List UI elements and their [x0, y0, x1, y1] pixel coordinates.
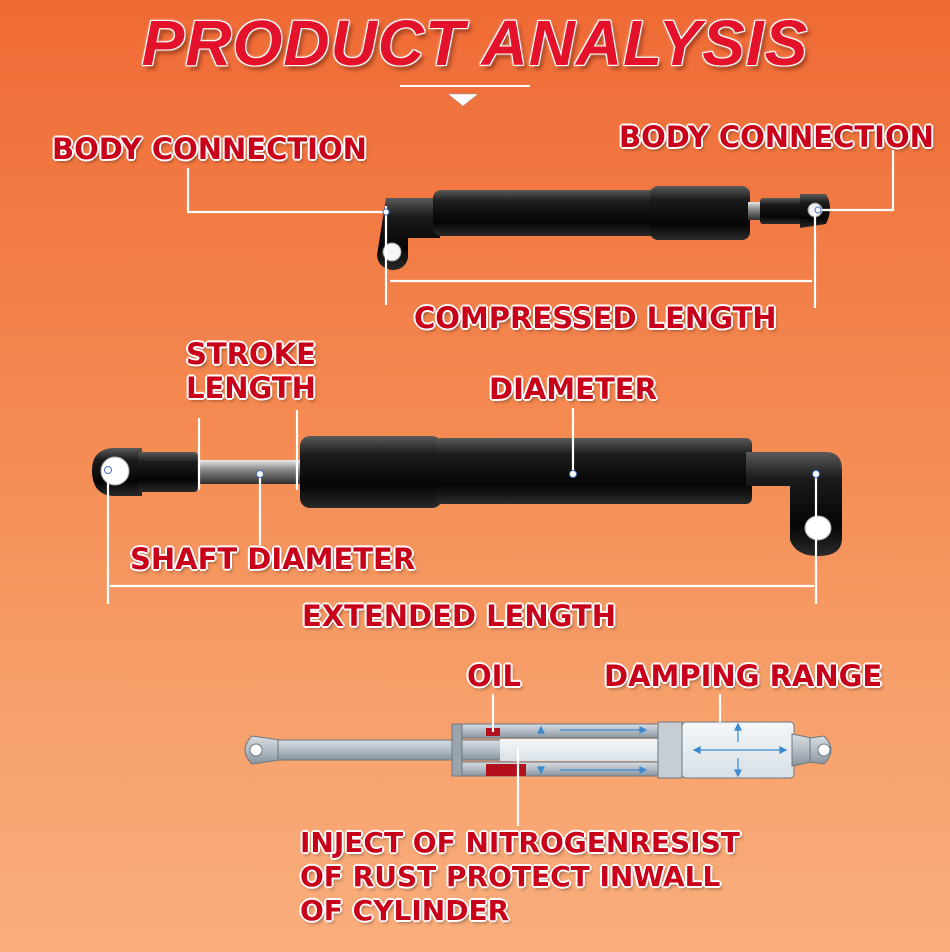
- connection-dot-left: [382, 208, 390, 216]
- label-oil: OIL: [467, 659, 521, 693]
- extended-strut-leaders: [106, 408, 818, 604]
- extended-dot-right: [812, 470, 820, 478]
- label-extended-length: EXTENDED LENGTH: [302, 599, 616, 633]
- label-nitrogen-line2: OF RUST PROTECT INWALL: [300, 860, 721, 893]
- shaft-dot: [256, 470, 264, 478]
- compressed-strut-leaders: [186, 150, 895, 308]
- page-title: PRODUCT ANALYSIS: [141, 7, 809, 79]
- extended-strut: [92, 436, 842, 556]
- label-diameter: DIAMETER: [489, 372, 657, 406]
- label-body-connection-right: BODY CONNECTION: [619, 120, 934, 154]
- cutaway-strut: [244, 721, 832, 779]
- label-body-connection-left: BODY CONNECTION: [52, 132, 367, 166]
- label-shaft-diameter: SHAFT DIAMETER: [130, 542, 416, 576]
- cutaway-strut-leaders: [491, 694, 722, 826]
- extended-dot-left: [104, 466, 112, 474]
- compressed-strut: [377, 186, 830, 270]
- label-stroke-length-line2: LENGTH: [186, 371, 316, 405]
- title-divider: [400, 85, 530, 107]
- label-damping-range: DAMPING RANGE: [604, 659, 883, 693]
- label-nitrogen-line1: INJECT OF NITROGENRESIST: [300, 826, 740, 859]
- label-stroke-length-line1: STROKE: [186, 337, 316, 371]
- label-compressed-length: COMPRESSED LENGTH: [414, 301, 777, 335]
- label-nitrogen-line3: OF CYLINDER: [300, 894, 510, 927]
- diameter-dot: [569, 470, 577, 478]
- connection-dot-right: [814, 206, 822, 214]
